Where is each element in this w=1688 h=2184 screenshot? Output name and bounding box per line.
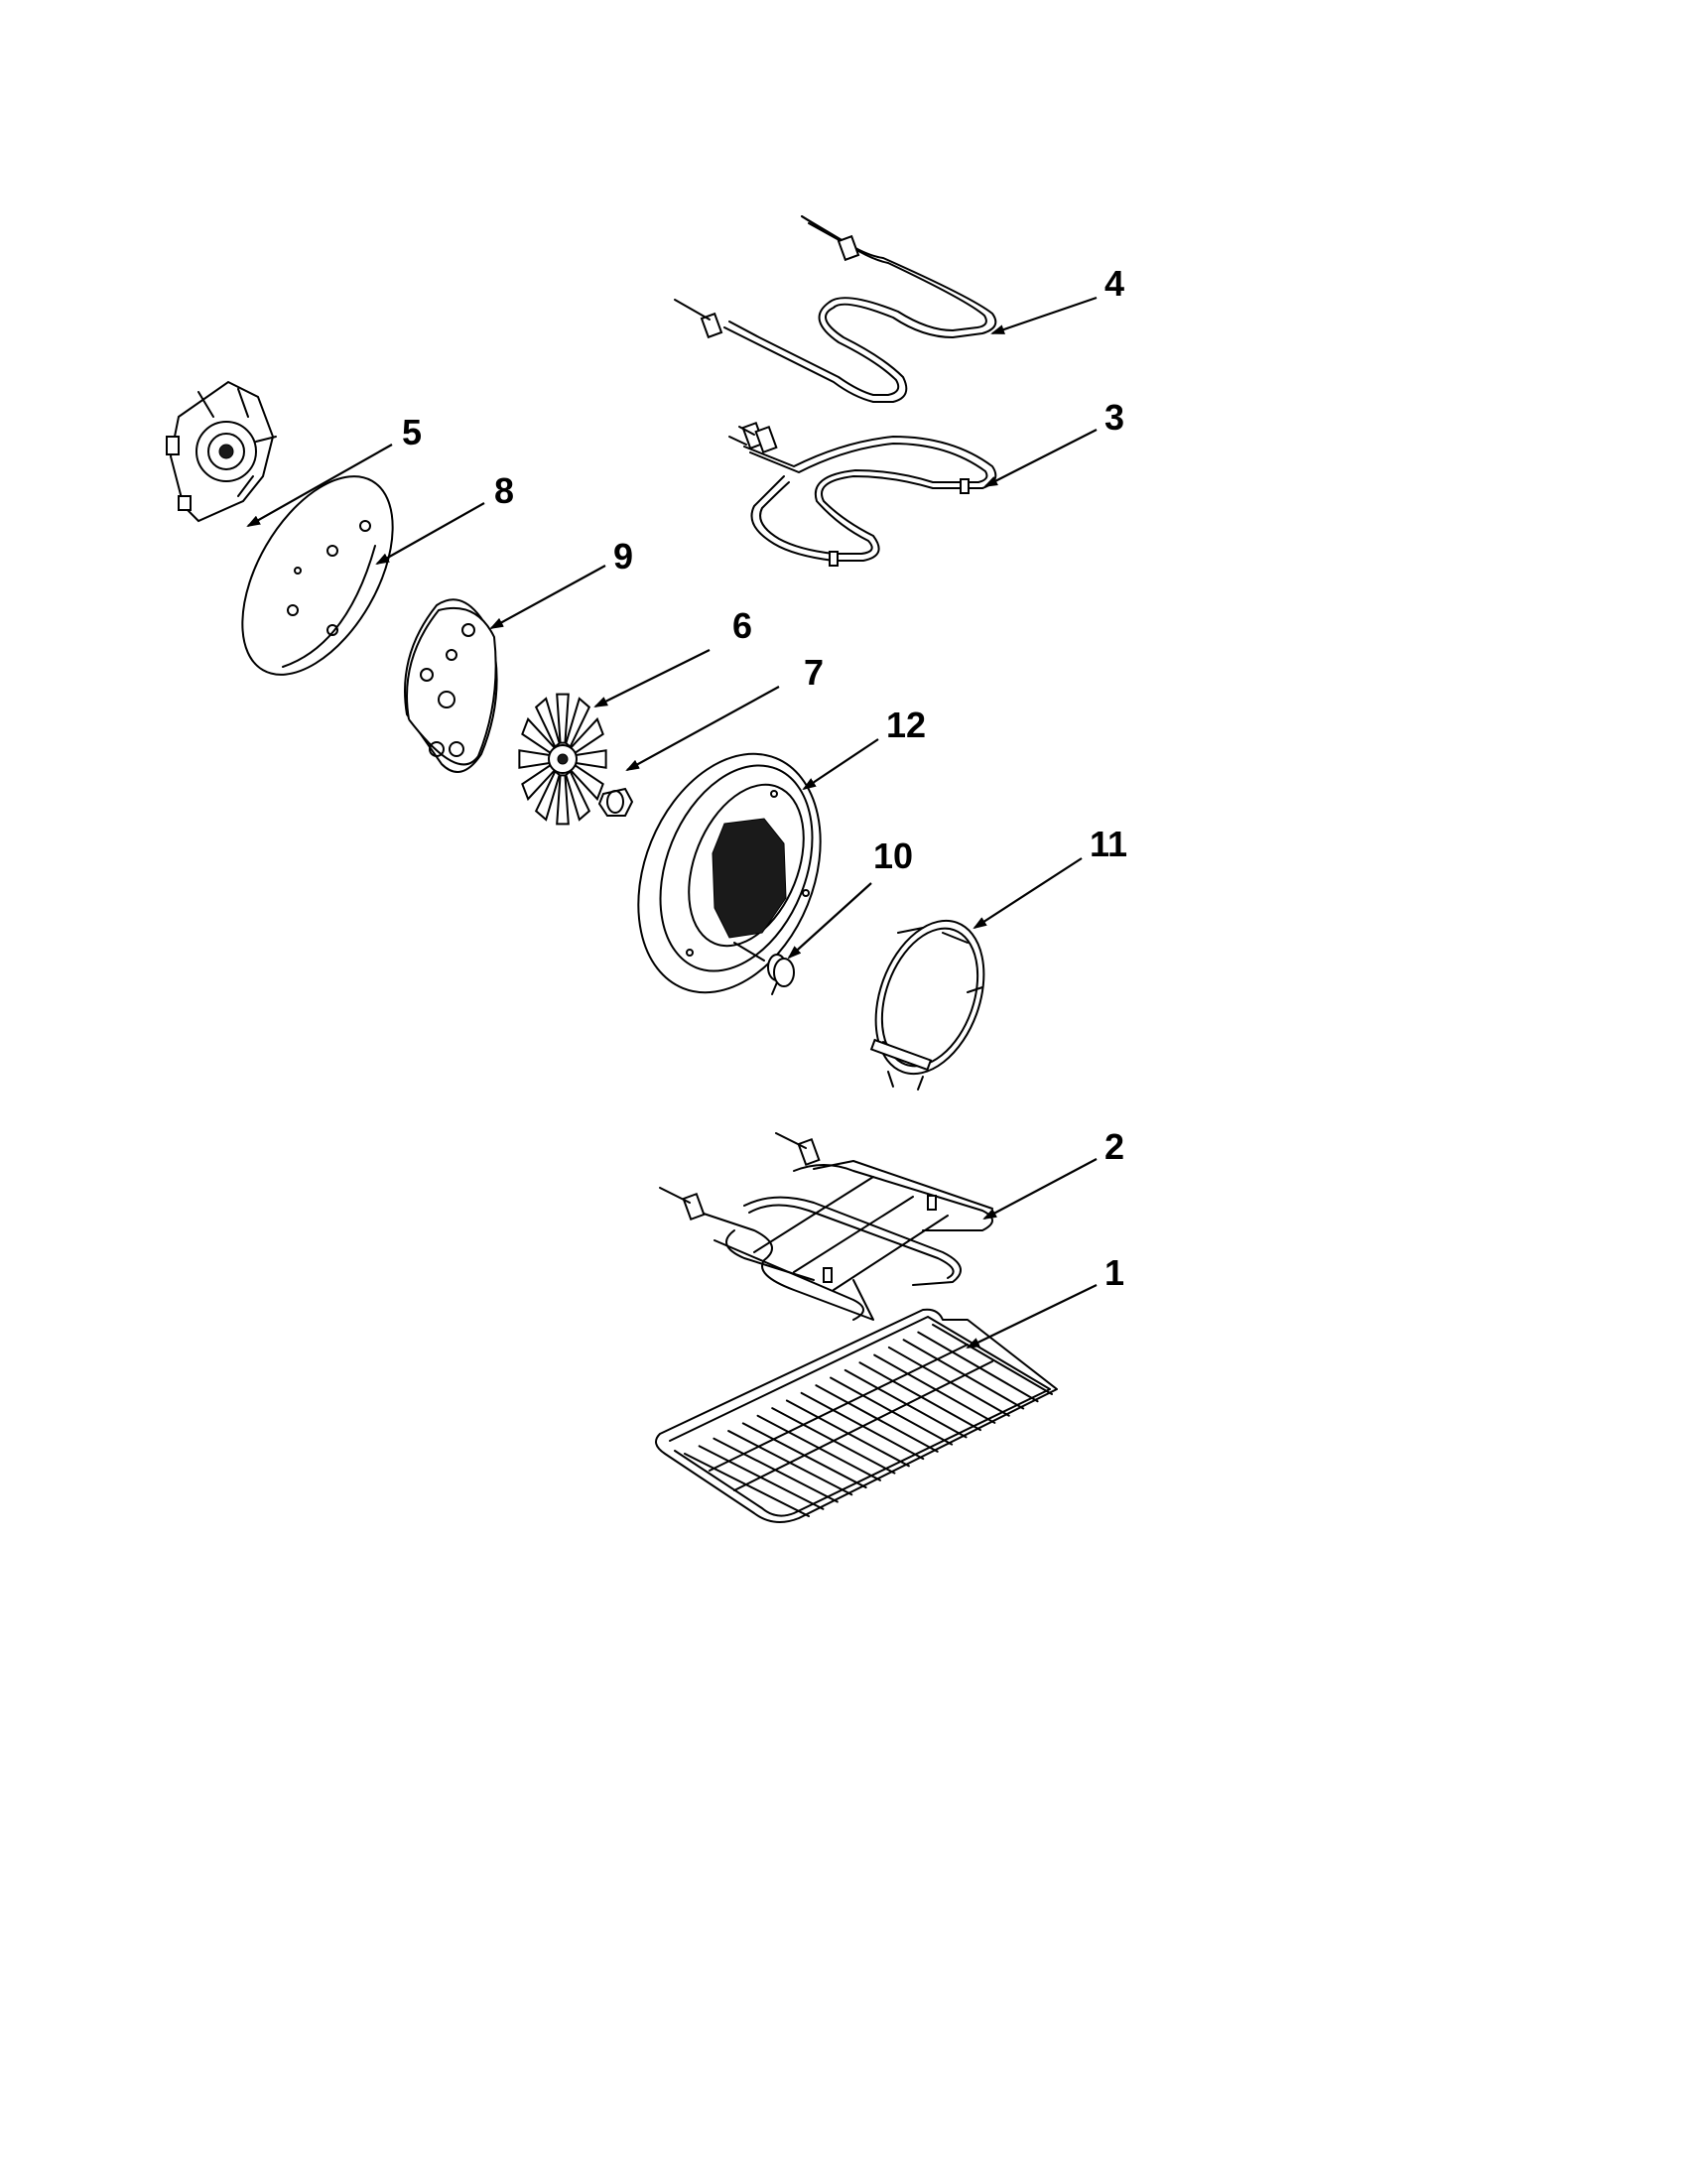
- part-11-ring-element[interactable]: [856, 906, 1004, 1091]
- leader-11: [973, 857, 1083, 930]
- callout-3: 3: [1104, 397, 1124, 438]
- leader-3: [983, 429, 1098, 487]
- callout-2: 2: [1104, 1126, 1124, 1167]
- leader-1: [966, 1284, 1098, 1349]
- part-3-heating-element[interactable]: [728, 421, 997, 567]
- callout-6: 6: [732, 605, 752, 646]
- leader-8: [375, 502, 485, 565]
- leader-5: [246, 444, 393, 527]
- part-5-fan-motor[interactable]: [166, 380, 277, 523]
- part-7-nut[interactable]: [597, 787, 634, 817]
- leader-7: [625, 686, 780, 771]
- leader-12: [802, 738, 879, 791]
- part-1-oven-rack[interactable]: [655, 1308, 1058, 1523]
- callout-10: 10: [873, 835, 913, 876]
- rack-wire: [932, 1324, 1053, 1395]
- leader-6: [593, 649, 711, 707]
- part-6-fan-blade[interactable]: [518, 693, 607, 826]
- part-2-bake-element[interactable]: [659, 1132, 993, 1321]
- fan-blade-vane: [572, 749, 607, 769]
- callout-9: 9: [613, 536, 633, 577]
- rack-wire: [887, 1346, 1010, 1417]
- callout-labels: 4 3 5 8 9 6 7 12 10 11 2 1: [402, 263, 1127, 1293]
- fan-blade-vane: [556, 693, 570, 744]
- leader-4: [990, 296, 1098, 335]
- fan-blade-vane: [565, 769, 591, 822]
- leader-2: [982, 1158, 1098, 1220]
- rack-wire: [917, 1331, 1039, 1403]
- fan-blade-vane: [518, 749, 554, 769]
- rack-wire: [858, 1361, 981, 1432]
- fan-blade-vane: [534, 697, 561, 749]
- rack-wire: [873, 1353, 996, 1424]
- part-8-insulation[interactable]: [211, 451, 424, 701]
- callout-4: 4: [1104, 263, 1124, 304]
- callout-12: 12: [886, 705, 926, 745]
- leader-lines: [246, 296, 1098, 1349]
- fan-blade-vane: [556, 774, 570, 826]
- callout-5: 5: [402, 412, 422, 452]
- callout-11: 11: [1090, 824, 1127, 864]
- callout-1: 1: [1104, 1252, 1124, 1293]
- leader-9: [489, 565, 606, 629]
- callout-8: 8: [494, 470, 514, 511]
- callout-7: 7: [804, 652, 824, 693]
- leader-10: [787, 882, 872, 960]
- part-10-connector[interactable]: [733, 942, 795, 995]
- rack-wire: [902, 1339, 1025, 1410]
- part-9-shield[interactable]: [404, 598, 498, 773]
- part-4-heating-element[interactable]: [674, 215, 997, 403]
- part-12-convection-cover[interactable]: [604, 726, 853, 1019]
